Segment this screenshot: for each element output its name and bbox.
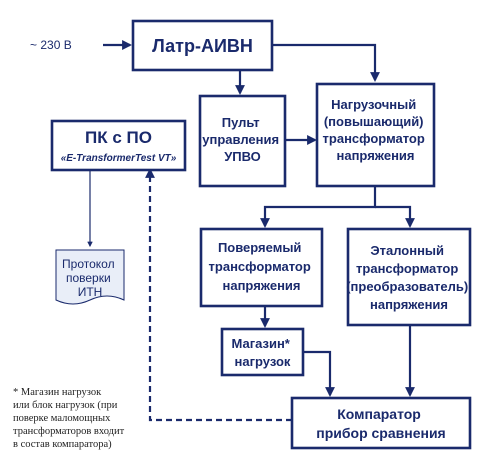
- reference-transformer-label-line: (преобразователь): [346, 279, 468, 294]
- protocol-document: Протокол поверки ИТН: [55, 249, 125, 305]
- verified-transformer-label-line: Поверяемый: [218, 240, 301, 255]
- svg-text:Пульт управления У: Пульт управления УПВО: [202, 115, 282, 164]
- footnote-line: трансформаторов входит: [13, 426, 125, 437]
- verified-transformer-box: Поверяемый трансформатор напряжения: [199, 227, 324, 308]
- magazine-to-comparator-connector: [303, 350, 335, 397]
- load-magazine-label-line: Магазин*: [231, 336, 290, 351]
- load-split-connector: [260, 186, 377, 228]
- comparator-box: Компаратор прибор сравнения: [290, 396, 472, 450]
- comparator-to-pc-dashed-connector: [145, 168, 292, 422]
- svg-text:Протокол поверки И: Протокол поверки ИТН: [62, 257, 118, 299]
- protocol-label-line: ИТН: [78, 285, 103, 299]
- reference-transformer-label-line: трансформатор: [356, 261, 458, 276]
- load-transformer-label-line: Нагрузочный: [331, 97, 416, 112]
- svg-text:Эталонный трансформатор: Эталонный трансформатор (преобразователь…: [346, 243, 472, 312]
- pc-title: ПК с ПО: [85, 128, 152, 147]
- verified-transformer-label-line: напряжения: [223, 278, 301, 293]
- protocol-label-line: поверки: [66, 271, 111, 285]
- load-transformer-box: Нагрузочный (повышающий) трансформатор н…: [315, 82, 436, 188]
- latr-to-load-connector: [272, 43, 380, 82]
- footnote: * Магазин нагрузок или блок нагрузок (пр…: [13, 387, 127, 450]
- load-transformer-label-line: напряжения: [337, 148, 415, 163]
- reference-transformer-label-line: напряжения: [370, 297, 448, 312]
- load-magazine-box: Магазин* нагрузок: [220, 327, 305, 377]
- control-panel-label-line: управления: [202, 132, 279, 147]
- load-magazine-label-line: нагрузок: [235, 354, 291, 369]
- control-panel-label-line: УПВО: [224, 149, 261, 164]
- input-label: ~ 230 В: [30, 38, 72, 52]
- svg-text:Нагрузочный (повышающий): Нагрузочный (повышающий) трансформатор н…: [323, 97, 429, 163]
- footnote-line: поверке маломощных: [13, 413, 111, 424]
- svg-text:Поверяемый трансформатор: Поверяемый трансформатор напряжения: [209, 240, 315, 293]
- control-panel-label-line: Пульт: [222, 115, 260, 130]
- footnote-line: в состав компаратора): [13, 439, 112, 450]
- reference-transformer-label-line: Эталонный: [370, 243, 444, 258]
- pc-box: ПК с ПО «E-TransformerTest VT»: [50, 119, 187, 172]
- footnote-line: * Магазин нагрузок: [13, 387, 102, 398]
- svg-text:Компаратор прибор сравне: Компаратор прибор сравнения: [316, 406, 445, 441]
- svg-text:Магазин* нагрузок: Магазин* нагрузок: [231, 336, 293, 369]
- verified-transformer-label-line: трансформатор: [209, 259, 311, 274]
- load-to-reference-connector: [375, 205, 415, 228]
- comparator-label-line: прибор сравнения: [316, 425, 445, 441]
- footnote-line: или блок нагрузок (при: [13, 400, 118, 411]
- latr-box: Латр-АИВН: [131, 19, 274, 72]
- load-transformer-label-line: (повышающий): [324, 114, 424, 129]
- control-panel-box: Пульт управления УПВО: [198, 94, 287, 188]
- load-transformer-label-line: трансформатор: [323, 131, 425, 146]
- latr-label: Латр-АИВН: [152, 36, 253, 56]
- protocol-label-line: Протокол: [62, 257, 115, 271]
- reference-transformer-box: Эталонный трансформатор (преобразователь…: [346, 227, 472, 327]
- pc-subtitle: «E-TransformerTest VT»: [61, 153, 177, 164]
- comparator-label-line: Компаратор: [337, 406, 421, 422]
